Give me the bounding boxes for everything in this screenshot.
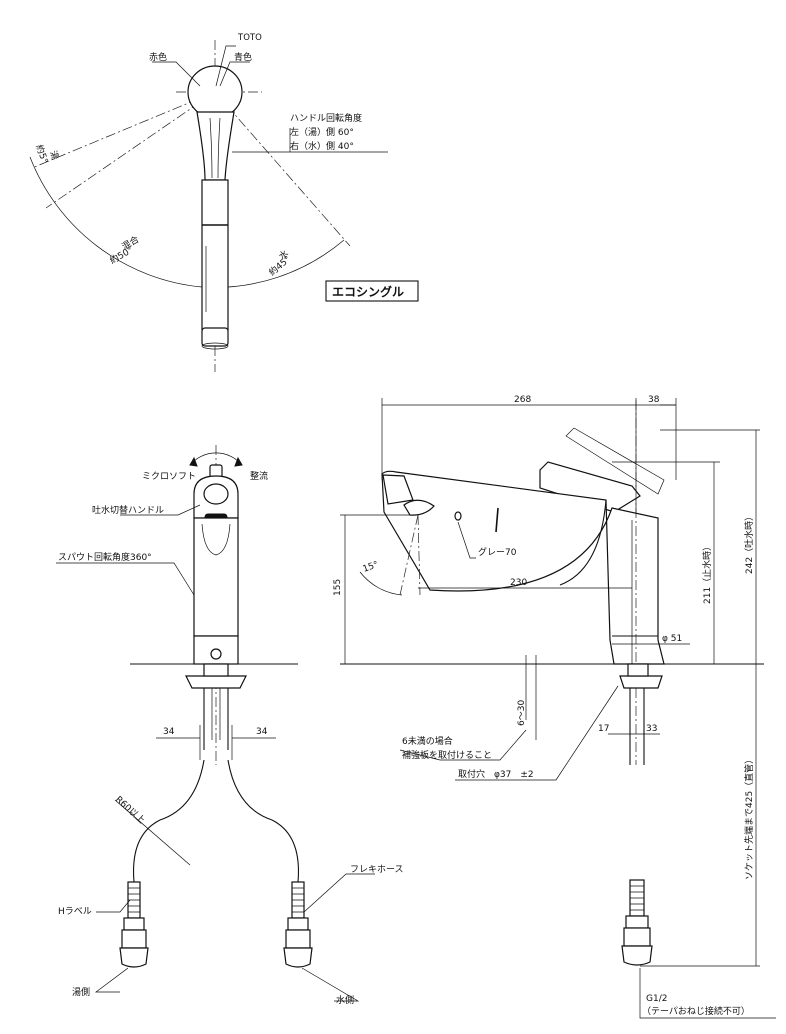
rotation-right: 右（水）側 40°: [290, 140, 354, 152]
red-label: 赤色: [149, 51, 167, 63]
reinforce-line2: 補強板を取付けること: [402, 749, 492, 761]
top-view: [29, 40, 419, 372]
eco-single-label: エコシングル: [332, 284, 404, 299]
dim-33: 33: [646, 724, 657, 734]
cold-side-label: 水側: [336, 994, 354, 1006]
hot-label: 湯: [47, 149, 60, 161]
rotation-left: 左（湯）側 60°: [290, 126, 354, 138]
dim-15-deg: 15°: [362, 560, 380, 575]
micro-soft-label: ミクロソフト: [142, 471, 196, 482]
dim-51: φ 51: [662, 634, 682, 644]
reinforce-line1: 6未満の場合: [402, 735, 453, 747]
socket-length-label: ソケット先端まで425（直管）: [743, 755, 755, 880]
dim-230: 230: [510, 578, 527, 588]
hot-connector: [119, 881, 149, 968]
dim-6-30: 6～30: [517, 700, 527, 726]
dim-155: 155: [333, 579, 343, 596]
grey-70-label: グレー70: [478, 546, 517, 558]
dim-38: 38: [648, 395, 660, 405]
mount-hole-label: 取付穴 φ37 ±2: [458, 768, 534, 780]
rotation-title: ハンドル回転角度: [290, 112, 362, 124]
dim-34-left: 34: [163, 727, 175, 737]
switch-handle-label: 吐水切替ハンドル: [92, 504, 164, 516]
dim-268: 268: [514, 395, 531, 405]
g12-label: G1/2: [646, 994, 667, 1004]
taper-note: （テーパおねじ接続不可）: [642, 1005, 750, 1017]
radius-label: R60以上: [113, 794, 147, 826]
flex-hose-label: フレキホース: [350, 864, 404, 875]
dim-34-right: 34: [256, 727, 268, 737]
dim-211: 211（止水時）: [701, 542, 713, 604]
blue-label: 青色: [234, 51, 252, 63]
dim-242: 242（吐水時）: [743, 512, 755, 574]
flow-label: 整流: [250, 470, 268, 482]
hot-side-label: 湯側: [72, 986, 90, 998]
dim-17: 17: [598, 724, 609, 734]
side-connector: [621, 879, 653, 966]
cold-connector: [283, 881, 313, 968]
side-view-labels: 268 38 15° グレー70 230 155 211（止水時） 242（吐水…: [333, 395, 755, 1017]
front-view: [56, 445, 375, 1002]
side-view: [340, 398, 776, 1019]
h-label: Hラベル: [58, 906, 92, 917]
toto-label: TOTO: [237, 33, 262, 43]
spout-rotation-label: スパウト回転角度360°: [58, 551, 152, 563]
